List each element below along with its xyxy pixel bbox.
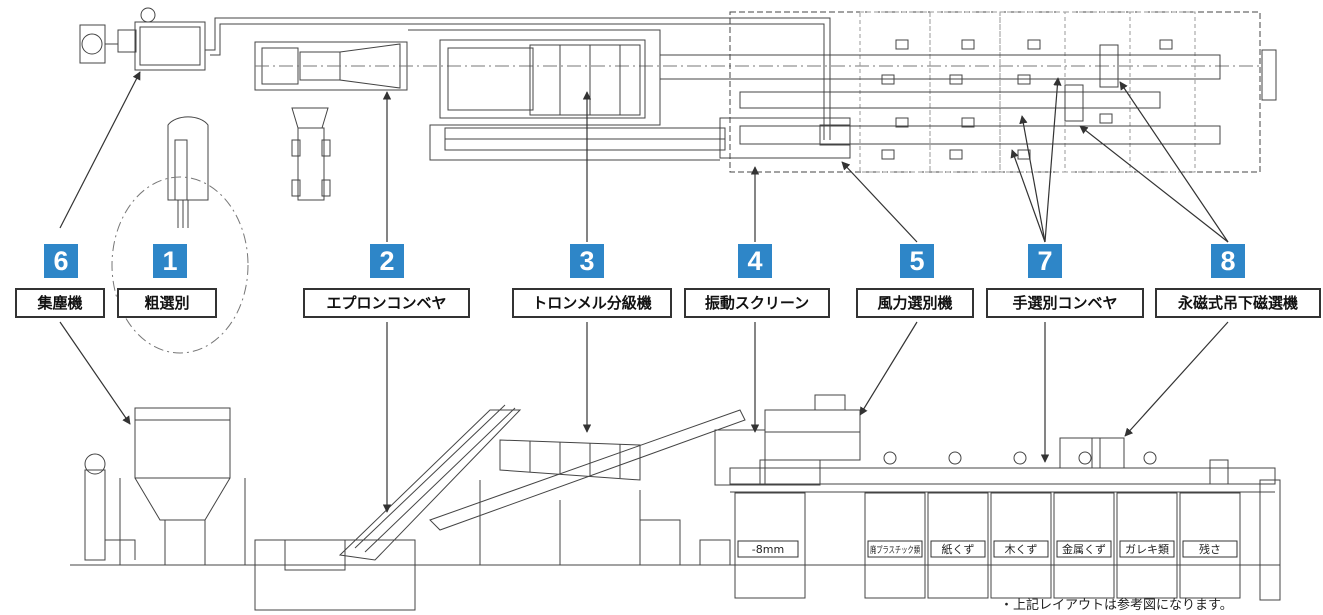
- bin-labels: -8mm 廃プラスチック類 紙くず 木くず 金属くず ガレキ類 残さ: [737, 540, 1238, 558]
- plan-view: [79, 7, 1277, 354]
- arrow-5-up: [841, 161, 918, 243]
- leader-arrows: [59, 71, 1229, 513]
- trommel-plan: [408, 29, 726, 161]
- label-wind-separator: 風力選別機: [856, 288, 974, 318]
- separator-elevation: [714, 394, 861, 486]
- label-magnetic-separator: 永磁式吊下磁選機: [1155, 288, 1321, 318]
- bin-label: 紙くず: [942, 542, 975, 556]
- coarse-sorting-plan: [111, 116, 249, 354]
- label-dust-collector: 集塵機: [15, 288, 105, 318]
- label-hand-sorting-conveyor: 手選別コンベヤ: [986, 288, 1144, 318]
- arrow-7-b: [1019, 115, 1046, 243]
- bins-elevation: [240, 492, 1280, 599]
- bin-label: -8mm: [752, 543, 784, 556]
- arrow-8-b: [1079, 125, 1229, 243]
- badge-3: 3: [570, 244, 604, 278]
- arrow-7-a: [1044, 77, 1062, 243]
- bin-label: 金属くず: [1062, 542, 1106, 556]
- arrow-8-down: [1124, 321, 1229, 437]
- label-coarse-sorting: 粗選別: [117, 288, 217, 318]
- arrow-8-a: [1119, 81, 1229, 243]
- apron-conveyor-plan: [254, 41, 1260, 91]
- badge-1: 1: [153, 244, 187, 278]
- badge-2: 2: [370, 244, 404, 278]
- badge-5: 5: [900, 244, 934, 278]
- bin-label: 木くず: [1005, 543, 1038, 556]
- apron-conveyor-elevation: [254, 404, 522, 611]
- sorting-building-plan: [659, 11, 1277, 173]
- badge-6: 6: [44, 244, 78, 278]
- reference-note: ・上記レイアウトは参考図になります。: [1000, 598, 1233, 613]
- bin-label: 残さ: [1199, 542, 1221, 556]
- arrow-6-up: [59, 71, 141, 229]
- badge-4: 4: [738, 244, 772, 278]
- badge-7: 7: [1028, 244, 1062, 278]
- loader-plan: [291, 107, 331, 201]
- trommel-elevation: [429, 409, 746, 566]
- arrow-7-c: [1010, 149, 1046, 243]
- arrow-6-down: [59, 321, 131, 425]
- hand-sorting-elevation: [729, 437, 1281, 601]
- elevation-view: [70, 394, 1281, 611]
- label-trommel: トロンメル分級機: [512, 288, 672, 318]
- dust-collector-elevation: [70, 407, 260, 566]
- badge-8: 8: [1211, 244, 1245, 278]
- plan-markers: [881, 39, 1173, 160]
- arrow-5-down: [859, 321, 918, 416]
- label-apron-conveyor: エプロンコンベヤ: [303, 288, 470, 318]
- label-vibrating-screen: 振動スクリーン: [684, 288, 830, 318]
- bin-label: 廃プラスチック類: [870, 544, 920, 556]
- bin-label: ガレキ類: [1125, 543, 1169, 556]
- dust-collector-plan: [79, 7, 831, 140]
